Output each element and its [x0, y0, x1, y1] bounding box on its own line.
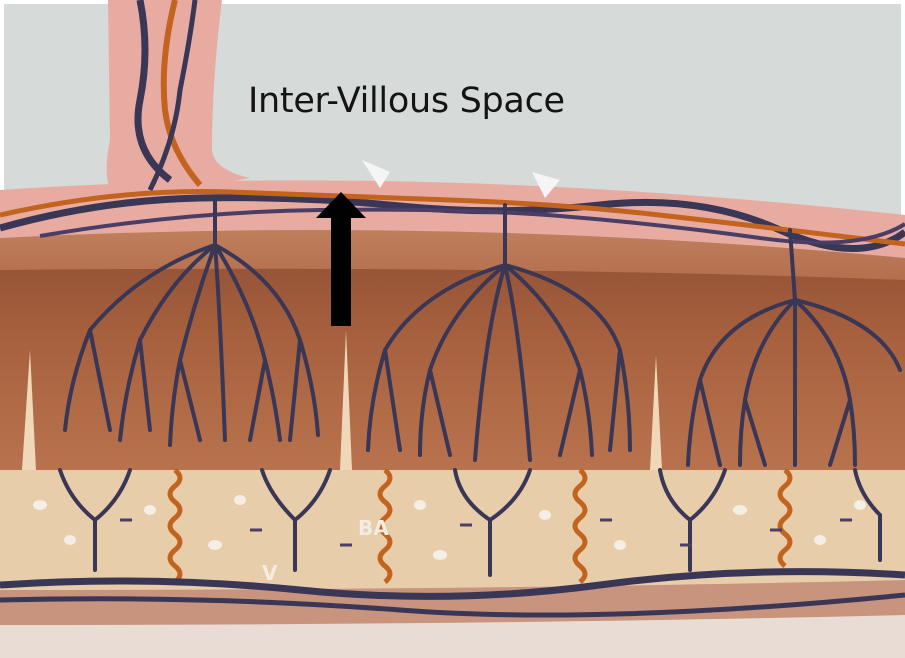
label-ba: BA [358, 516, 389, 540]
inter-villous-space-label: Inter-Villous Space [248, 84, 565, 119]
label-v: V [262, 561, 278, 585]
